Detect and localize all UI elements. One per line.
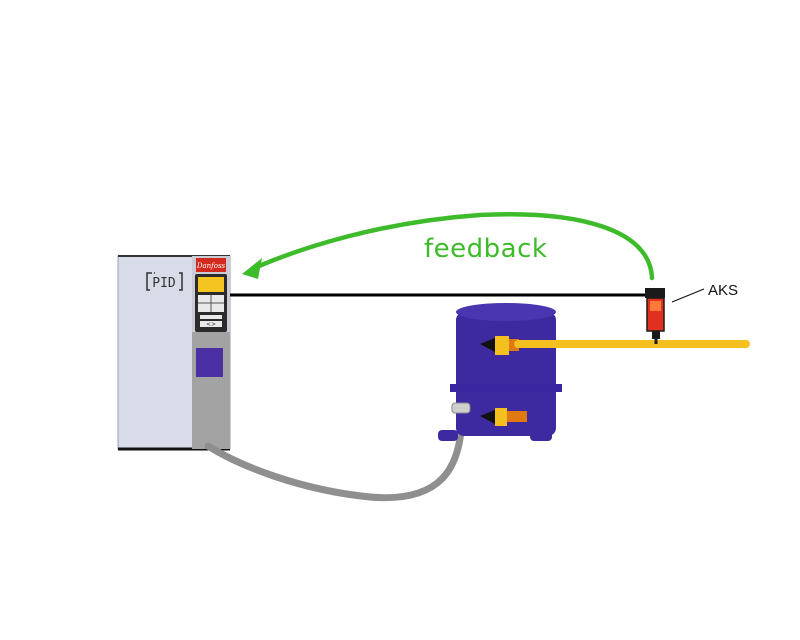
discharge-port (480, 408, 527, 426)
lcp-display (198, 277, 224, 292)
brand-logo: Danfoss (196, 258, 226, 272)
svg-text:Danfoss: Danfoss (196, 262, 226, 270)
motor-cable (204, 408, 466, 502)
feedback-label: feedback (424, 234, 547, 264)
sensor-leader-line (671, 288, 705, 303)
pid-tag: PID (146, 272, 183, 291)
frequency-converter: PID Danfoss <> (117, 255, 231, 451)
feedback-arrow (249, 212, 655, 281)
svg-text:<>: <> (206, 321, 216, 328)
drive-io-module (196, 348, 223, 377)
feedback-arrowhead (242, 258, 262, 279)
sensor-label: AKS (708, 282, 738, 299)
compressor (438, 303, 562, 441)
pid-label: PID (152, 276, 176, 291)
aks-pressure-sensor (645, 288, 665, 344)
suction-port (480, 336, 519, 355)
local-control-panel: <> (195, 274, 227, 332)
